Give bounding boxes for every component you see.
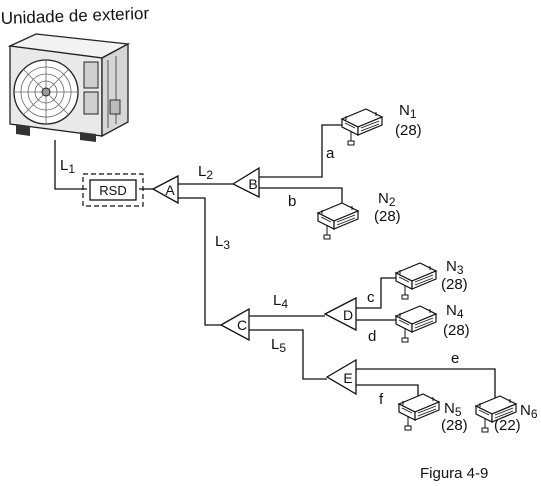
svg-text:L3: L3 [215, 233, 230, 252]
branch-joint-a: A [151, 174, 179, 205]
indoor-unit-n5: N5 (28) [398, 393, 468, 434]
svg-text:N3: N3 [446, 258, 464, 277]
rsd-label: RSD [99, 183, 126, 198]
branch-label-f: f [379, 391, 384, 408]
svg-text:L1: L1 [60, 157, 75, 176]
branch-label-e: e [451, 350, 459, 367]
branch-label-a: a [326, 145, 335, 162]
joint-e-label: E [343, 370, 352, 386]
indoor-unit-n1-capacity: (28) [395, 122, 422, 139]
indoor-unit-n5-capacity: (28) [441, 417, 468, 434]
pipe-label-l4: L4 [273, 292, 288, 311]
svg-text:N4: N4 [446, 302, 464, 321]
piping-lines [54, 124, 496, 400]
svg-text:N5: N5 [444, 400, 462, 419]
joint-b-label: B [248, 176, 257, 192]
branch-label-c: c [367, 289, 375, 306]
joint-a-label: A [165, 182, 175, 198]
branch-label-b: b [288, 193, 296, 210]
indoor-unit-n2-capacity: (28) [374, 208, 401, 225]
branch-joint-c: C [219, 307, 250, 342]
svg-text:N6: N6 [520, 402, 538, 421]
pipe-label-l2: L2 [198, 163, 213, 182]
pipe-label-l5: L5 [271, 336, 286, 355]
svg-text:L2: L2 [198, 163, 213, 182]
joint-c-label: C [237, 317, 247, 333]
branch-joint-b: B [231, 166, 260, 199]
rsd-box: RSD [82, 173, 144, 207]
indoor-unit-n3-capacity: (28) [441, 276, 468, 293]
pipe-label-l3: L3 [215, 233, 230, 252]
svg-text:L4: L4 [273, 292, 288, 311]
pipe-label-l1: L1 [60, 157, 75, 176]
svg-text:N1: N1 [399, 102, 417, 121]
indoor-unit-n6: N6 (22) [475, 395, 538, 434]
indoor-unit-n1: N1 (28) [341, 102, 422, 146]
branch-label-d: d [368, 328, 376, 345]
svg-text:N2: N2 [378, 190, 396, 209]
indoor-unit-n4: N4 (28) [395, 302, 470, 343]
indoor-unit-n6-capacity: (22) [494, 417, 521, 434]
branch-joint-e: E [325, 358, 357, 396]
outdoor-unit-title: Unidade de exterior [0, 4, 149, 28]
svg-text:L5: L5 [271, 336, 286, 355]
indoor-unit-n4-capacity: (28) [443, 322, 470, 339]
outdoor-unit-illustration [7, 33, 131, 142]
branch-joint-d: D [323, 296, 357, 332]
figure-caption: Figura 4-9 [420, 465, 488, 482]
indoor-unit-n3: N3 (28) [395, 258, 468, 300]
joint-d-label: D [343, 307, 353, 323]
indoor-unit-n2: N2 (28) [317, 190, 401, 240]
